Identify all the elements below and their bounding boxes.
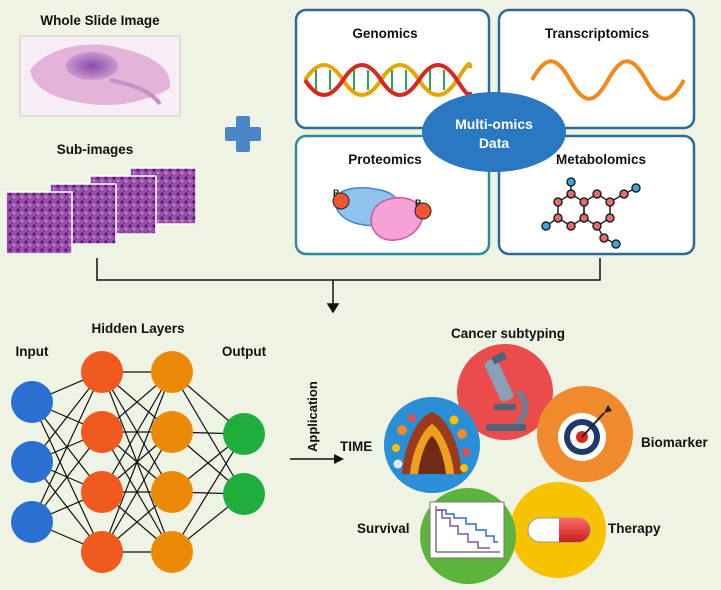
- edge-hidden2-3-output-0: [171, 433, 245, 553]
- survival-circle: [420, 488, 516, 584]
- hidden2-node-2: [151, 411, 193, 453]
- hidden1-node-2: [81, 411, 123, 453]
- multi-omics-center: Multi-omics Data: [422, 92, 566, 172]
- microscope-icon: [484, 352, 529, 431]
- sub-images-stack: [5, 167, 197, 255]
- output-node-2: [223, 473, 265, 515]
- proteomics-panel: Proteomics P P: [294, 134, 491, 256]
- therapy-label: Therapy: [608, 521, 661, 536]
- multi-omics-line1: Multi-omics: [455, 116, 533, 132]
- plus-icon: [225, 116, 261, 152]
- whole-slide-image: [19, 35, 181, 117]
- output-node-1: [223, 413, 265, 455]
- cancer-subtyping-label: Cancer subtyping: [451, 326, 565, 341]
- multi-omics-line2: Data: [479, 135, 510, 151]
- input-node-1: [11, 381, 53, 423]
- application-arrow: Application: [290, 381, 344, 464]
- output-label: Output: [222, 344, 267, 359]
- edge-input-2-hidden1-0: [31, 371, 103, 523]
- hidden1-node-4: [81, 531, 123, 573]
- hidden2-node-1: [151, 351, 193, 393]
- phospho-label-1: P: [333, 188, 339, 198]
- sub-images-title: Sub-images: [57, 142, 134, 157]
- wsi-title: Whole Slide Image: [40, 13, 160, 28]
- transcriptomics-panel: Transcriptomics: [497, 8, 696, 130]
- transcriptomics-label: Transcriptomics: [545, 26, 649, 41]
- hidden-layers-label: Hidden Layers: [91, 321, 184, 336]
- input-node-3: [11, 501, 53, 543]
- input-node-2: [11, 441, 53, 483]
- hidden1-node-1: [81, 351, 123, 393]
- network-nodes: [11, 351, 265, 573]
- tumor-microenvironment-icon: [392, 412, 470, 474]
- application-label: Application: [305, 381, 320, 452]
- therapy-circle: [510, 482, 606, 578]
- survival-curve-icon: [429, 501, 505, 559]
- edge-hidden1-2-hidden2-0: [101, 371, 173, 493]
- cancer-subtyping-circle: [457, 344, 553, 440]
- pill-icon: [527, 517, 591, 543]
- protein-icon: P P: [332, 187, 432, 241]
- biomarker-label: Biomarker: [641, 435, 709, 450]
- survival-label: Survival: [357, 521, 410, 536]
- rna-wave-icon: [530, 59, 686, 101]
- time-circle: [384, 397, 480, 493]
- network-edges: [31, 371, 245, 553]
- edge-hidden1-3-hidden2-1: [101, 431, 173, 553]
- time-label: TIME: [340, 439, 372, 454]
- genomics-panel: Genomics: [294, 8, 491, 130]
- molecule-icon: [541, 177, 641, 249]
- phospho-label-2: P: [415, 198, 421, 208]
- hidden2-node-3: [151, 471, 193, 513]
- hidden2-node-4: [151, 531, 193, 573]
- input-label: Input: [16, 344, 49, 359]
- target-icon: [558, 405, 612, 461]
- dna-helix-icon: [303, 61, 472, 98]
- metabolomics-panel: Metabolomics: [497, 134, 696, 256]
- merge-connector: [96, 258, 601, 314]
- hidden1-node-3: [81, 471, 123, 513]
- proteomics-label: Proteomics: [348, 152, 422, 167]
- metabolomics-label: Metabolomics: [556, 152, 646, 167]
- biomarker-circle: [537, 386, 633, 482]
- genomics-label: Genomics: [352, 26, 417, 41]
- edge-hidden1-3-hidden2-0: [101, 371, 173, 553]
